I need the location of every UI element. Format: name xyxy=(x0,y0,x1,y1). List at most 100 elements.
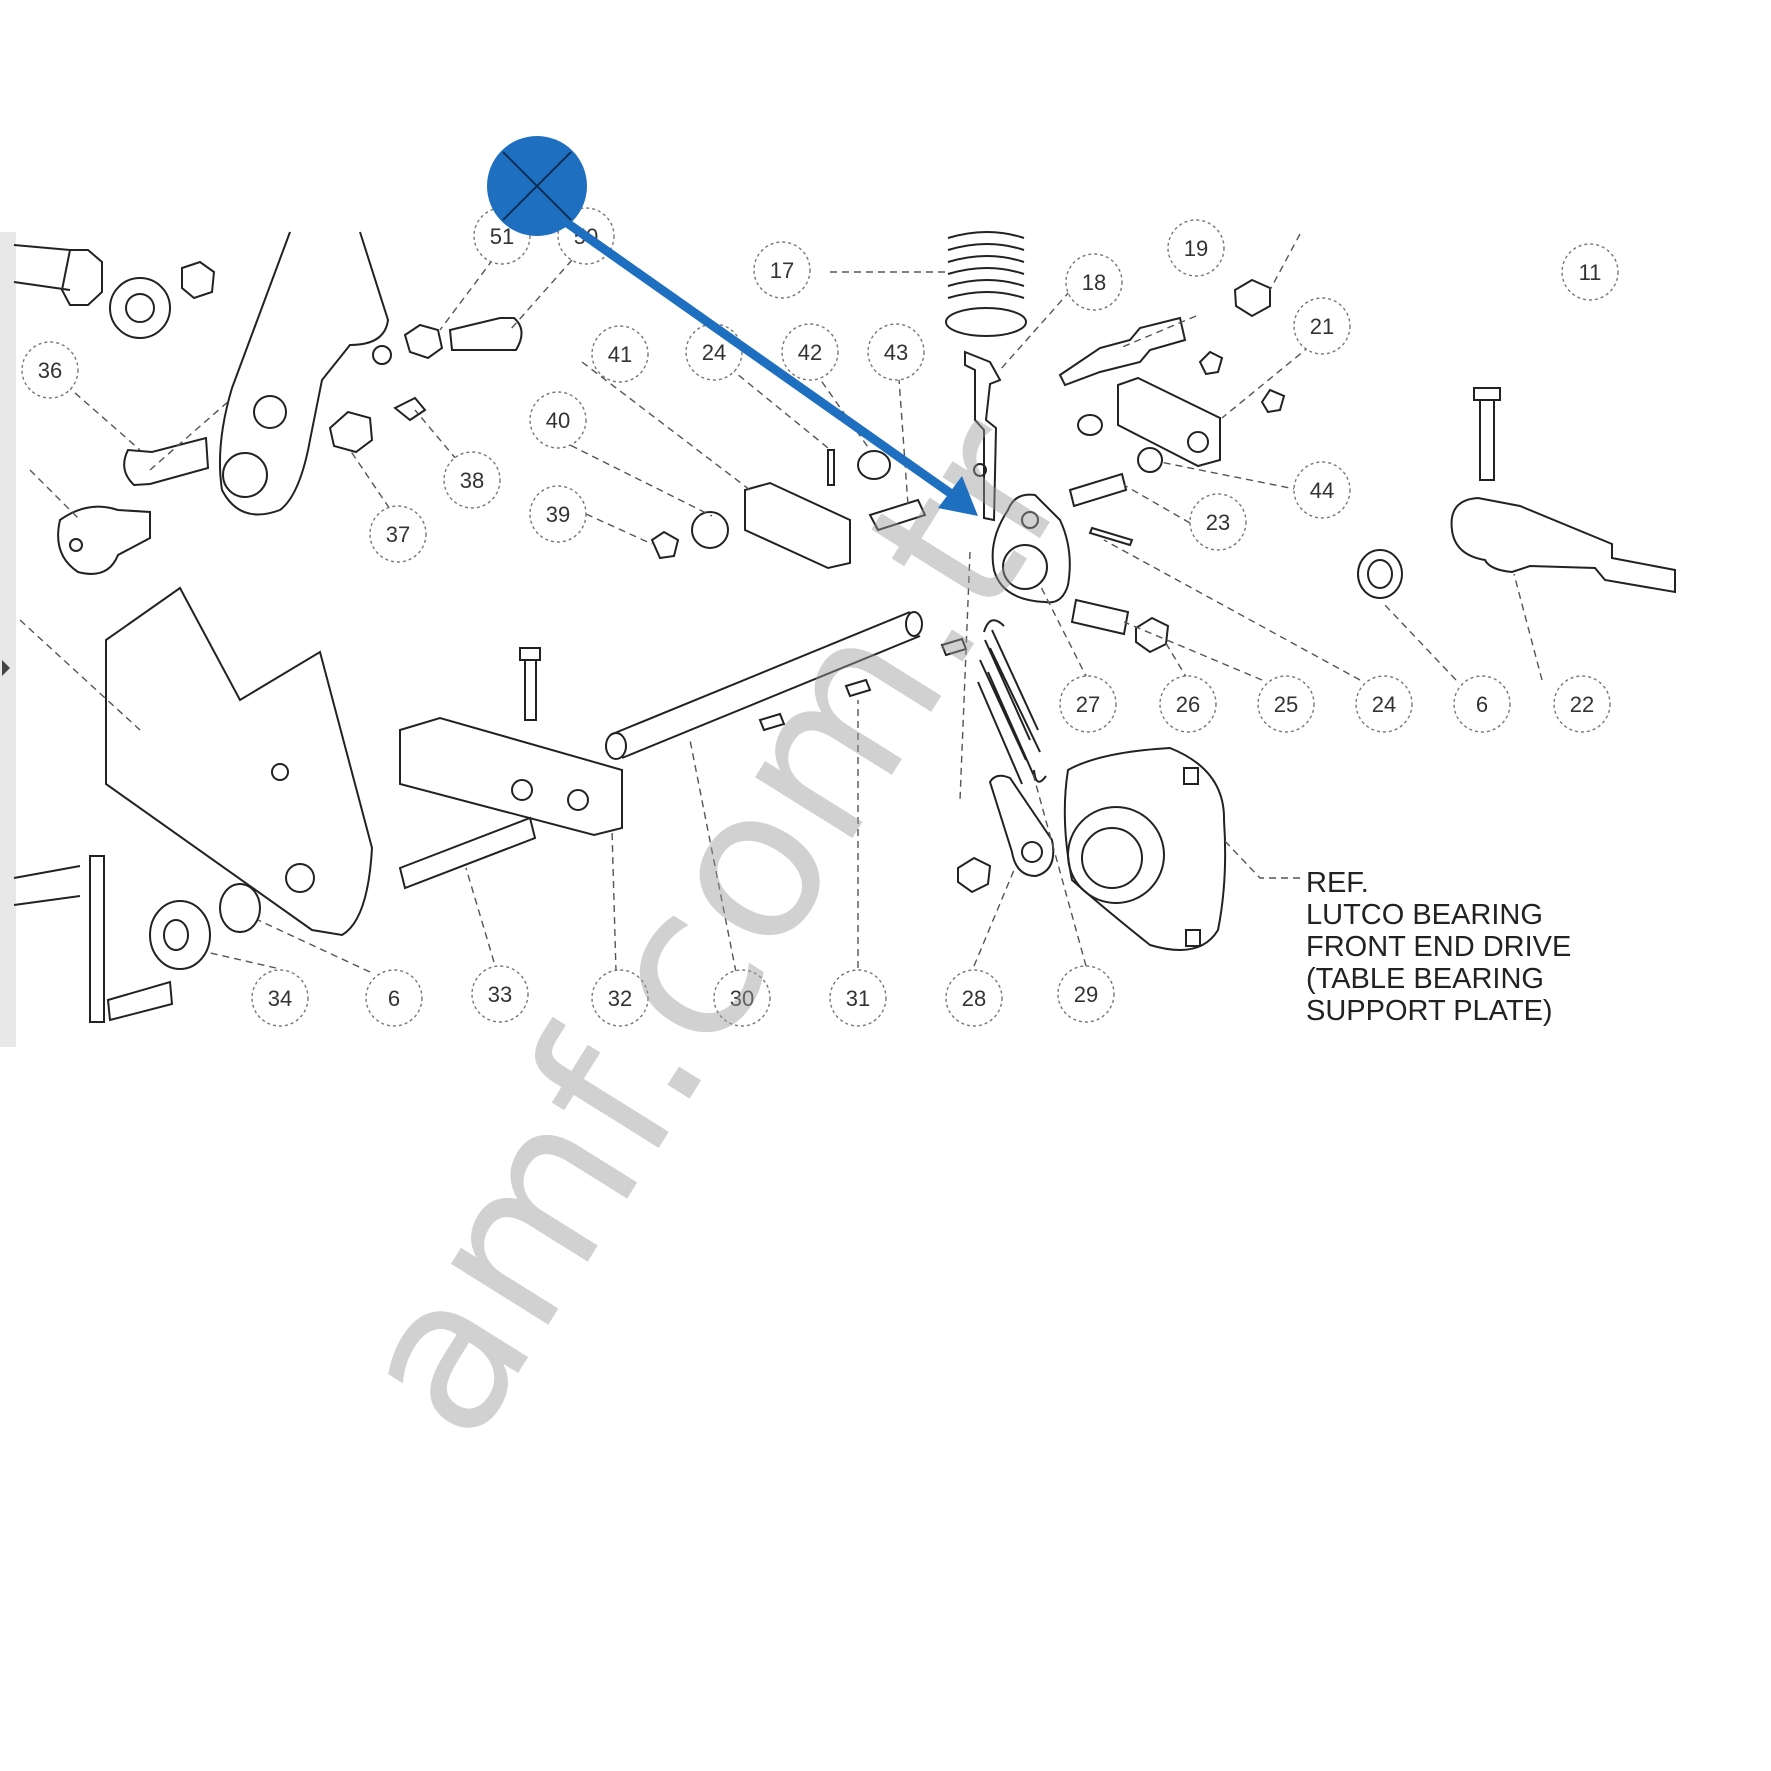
callout-30: 30 xyxy=(713,969,771,1027)
key-31b xyxy=(844,678,872,698)
callout-42: 42 xyxy=(781,323,839,381)
callout-31-label: 31 xyxy=(846,986,870,1011)
callout-42-label: 42 xyxy=(798,340,822,365)
callout-28-label: 28 xyxy=(962,986,986,1011)
block-32 xyxy=(399,716,623,837)
leader-lines xyxy=(19,233,1543,973)
target-pointer xyxy=(487,136,978,516)
callout-6-left-label: 6 xyxy=(388,986,400,1011)
link-28 xyxy=(988,774,1055,878)
knob-hole xyxy=(69,538,83,552)
callout-6-right-label: 6 xyxy=(1476,692,1488,717)
callout-38-label: 38 xyxy=(460,468,484,493)
rod-end-nut xyxy=(181,260,216,300)
shaft-end-far xyxy=(905,611,923,637)
callout-6-right: 6 xyxy=(1453,675,1511,733)
callout-25: 25 xyxy=(1257,675,1315,733)
callout-34-label: 34 xyxy=(268,986,292,1011)
roller-34-bore xyxy=(163,919,189,951)
stud-25 xyxy=(1070,598,1130,636)
plate-18 xyxy=(964,350,1002,522)
ref-line-2: LUTCO BEARING xyxy=(1306,899,1543,931)
callout-11: 11 xyxy=(1561,243,1619,301)
rod-end-bore xyxy=(125,293,155,323)
clip-21a xyxy=(1198,350,1224,376)
pin-24a xyxy=(827,449,835,486)
ref-line-4: (TABLE BEARING xyxy=(1306,963,1544,995)
callout-41: 41 xyxy=(591,325,649,383)
bearing-inner xyxy=(1081,827,1143,889)
callout-21: 21 xyxy=(1293,297,1351,355)
lever-22-bolt xyxy=(1473,387,1501,481)
callout-32-label: 32 xyxy=(608,986,632,1011)
callout-38: 38 xyxy=(443,451,501,509)
shaft-30 xyxy=(609,611,921,759)
bearing-slot-top xyxy=(1183,767,1199,785)
watermark: amf.com.tr xyxy=(305,377,1119,1476)
nut-51 xyxy=(403,323,444,360)
callout-43-label: 43 xyxy=(884,340,908,365)
roller-34 xyxy=(149,900,211,970)
callout-36-label: 36 xyxy=(38,358,62,383)
callout-40: 40 xyxy=(529,391,587,449)
spring-29 xyxy=(977,629,1041,785)
callout-26-label: 26 xyxy=(1176,692,1200,717)
plate-hole-1 xyxy=(271,763,289,781)
pin-19 xyxy=(1058,316,1187,387)
tie-rod xyxy=(13,855,174,1023)
callout-19: 19 xyxy=(1167,219,1225,277)
knob-35 xyxy=(57,505,151,575)
target-marker-icon[interactable] xyxy=(487,136,587,236)
nut-20 xyxy=(1233,278,1271,318)
callout-28: 28 xyxy=(945,969,1003,1027)
callout-24-top: 24 xyxy=(685,323,743,381)
callout-44: 44 xyxy=(1293,461,1351,519)
lever-22 xyxy=(1450,496,1676,594)
pointer-arrow-shaft xyxy=(557,214,963,504)
callout-26: 26 xyxy=(1159,675,1217,733)
bearing-slot-bottom xyxy=(1185,929,1201,947)
arm-hole-small xyxy=(372,345,392,365)
pivot-arm xyxy=(218,231,390,516)
callout-43: 43 xyxy=(867,323,925,381)
clip-21b xyxy=(1260,388,1286,414)
callout-29: 29 xyxy=(1057,965,1115,1023)
bolt-36 xyxy=(123,436,210,487)
callout-23: 23 xyxy=(1189,493,1247,551)
spacer-40 xyxy=(691,511,729,549)
callout-39-label: 39 xyxy=(546,502,570,527)
callout-33-label: 33 xyxy=(488,982,512,1007)
bushing-6-right-bore xyxy=(1367,559,1393,589)
callout-11-label: 11 xyxy=(1579,260,1602,285)
washer-near-21 xyxy=(1077,414,1103,436)
link-21 xyxy=(1117,376,1221,468)
nut-28 xyxy=(957,856,992,894)
washer-44 xyxy=(1137,447,1163,473)
crank-27 xyxy=(991,493,1071,604)
callout-27: 27 xyxy=(1059,675,1117,733)
pin-43 xyxy=(868,498,927,532)
block-32-hole2 xyxy=(567,789,589,811)
support-plate xyxy=(105,586,374,937)
crank-top-hole xyxy=(1021,511,1039,529)
callout-33: 33 xyxy=(471,965,529,1023)
fitting-38 xyxy=(393,396,427,422)
clip-39 xyxy=(650,530,680,560)
callout-36: 36 xyxy=(21,341,79,399)
callout-34: 34 xyxy=(251,969,309,1027)
callout-23-label: 23 xyxy=(1206,510,1230,535)
pin-33 xyxy=(398,816,537,890)
plate-hole xyxy=(973,463,987,477)
washer-6-left xyxy=(219,883,261,933)
rod-end-bearing xyxy=(109,277,171,339)
callout-18-label: 18 xyxy=(1082,270,1106,295)
callout-44-label: 44 xyxy=(1310,478,1334,503)
flange-bearing xyxy=(1063,746,1227,951)
callout-24-right-label: 24 xyxy=(1372,692,1396,717)
ref-line-5: SUPPORT PLATE) xyxy=(1306,995,1553,1027)
bushing-6-right xyxy=(1357,549,1403,599)
pointer-arrowhead-icon xyxy=(938,476,978,516)
callout-17-label: 17 xyxy=(770,258,794,283)
ref-line-3: FRONT END DRIVE xyxy=(1306,931,1571,963)
